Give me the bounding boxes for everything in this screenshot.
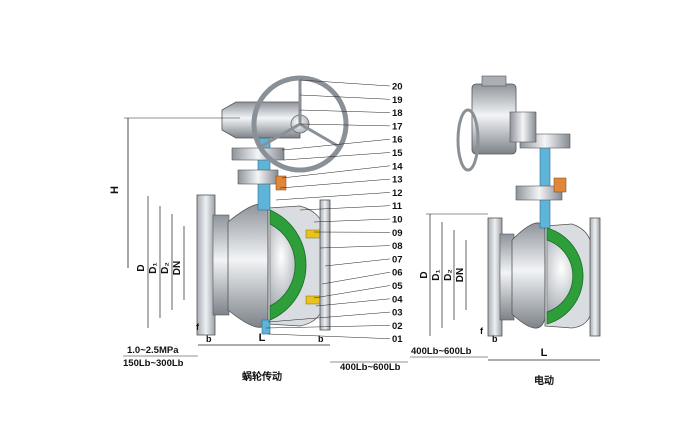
left-gland xyxy=(275,175,287,191)
left-valve-body xyxy=(227,203,269,328)
part-leader-line xyxy=(279,178,391,189)
part-number-label: 16 xyxy=(392,135,403,146)
part-number-label: 20 xyxy=(392,82,403,93)
part-leader-line xyxy=(281,138,391,151)
right-valve-body xyxy=(511,222,546,329)
part-number-label: 19 xyxy=(392,95,403,106)
dim-h-label: H xyxy=(109,186,121,194)
caption-worm-gear: 蜗轮传动 xyxy=(242,370,282,383)
part-leader-line xyxy=(299,123,391,127)
right-valve-view: D D₁ D₂ DN L b f 400Lb~600Lb 电动 xyxy=(410,75,601,387)
right-stem xyxy=(539,139,551,229)
dim-d-label: D xyxy=(136,264,147,271)
right-dim-d2-label: D₂ xyxy=(443,269,454,281)
part-leader-line xyxy=(283,152,391,161)
left-inlet-flange xyxy=(196,194,216,336)
part-leader-line xyxy=(324,258,391,267)
pressure-line1: 1.0~2.5MPa xyxy=(127,345,179,356)
dim-l-label: L xyxy=(259,332,266,344)
left-stem-lower xyxy=(261,319,271,335)
right-gland xyxy=(553,177,567,193)
part-leader-line xyxy=(299,109,391,113)
part-number-label: 04 xyxy=(392,294,403,305)
part-leader-line xyxy=(299,205,391,211)
right-bonnet xyxy=(515,185,563,201)
part-number-label: 06 xyxy=(392,268,403,279)
part-number-label: 08 xyxy=(392,241,403,252)
right-outlet-flange xyxy=(589,217,601,337)
part-leader-line xyxy=(267,333,391,339)
part-number-label: 15 xyxy=(392,148,403,159)
part-number-label: 03 xyxy=(392,308,403,319)
dim-d1-label: D₁ xyxy=(148,262,159,273)
electric-actuator-terminal xyxy=(509,111,537,143)
part-number-label: 18 xyxy=(392,108,403,119)
part-number-label: 13 xyxy=(392,175,403,186)
part-number-label: 14 xyxy=(392,161,403,172)
right-dim-d-label: D xyxy=(419,271,430,278)
dim-d2-label: D₂ xyxy=(160,262,171,274)
part-leader-line xyxy=(321,271,391,285)
pressure-right: 400Lb~600Lb xyxy=(340,362,401,373)
part-number-label: 01 xyxy=(392,334,403,345)
part-number-label: 10 xyxy=(392,215,403,226)
right-dim-dn-label: DN xyxy=(455,268,466,282)
part-leader-line xyxy=(313,285,391,299)
left-seat-packing-top xyxy=(305,229,321,239)
part-number-list: 20 19 18 17 16 15 14 13 12 11 10 09 08 07 06 05 04 03 02 01 xyxy=(265,79,403,345)
part-number-label: 05 xyxy=(392,281,403,292)
left-inlet-neck xyxy=(212,214,230,316)
right-pressure: 400Lb~600Lb xyxy=(411,346,472,357)
right-seat-ring xyxy=(546,227,584,325)
part-leader-line xyxy=(319,245,391,249)
caption-electric: 电动 xyxy=(534,374,554,387)
left-outlet-flange xyxy=(319,199,331,331)
right-dim-l-label: L xyxy=(541,347,548,359)
part-leader-line xyxy=(275,192,391,201)
part-leader-line xyxy=(267,311,391,323)
handwheel-spoke xyxy=(299,122,339,148)
pressure-line2: 150Lb~300Lb xyxy=(123,358,184,369)
part-number-label: 02 xyxy=(392,321,403,332)
part-leader-line xyxy=(315,298,391,307)
dim-b-label-left: b xyxy=(206,334,212,344)
part-leader-line xyxy=(281,165,391,179)
left-gearbox-housing xyxy=(221,101,301,139)
dim-b-label-right: b xyxy=(318,334,324,344)
part-number-label: 09 xyxy=(392,228,403,239)
actuator-handwheel[interactable] xyxy=(456,108,480,172)
handwheel-spoke xyxy=(261,122,301,148)
left-bonnet xyxy=(237,169,279,185)
part-leader-line xyxy=(313,218,391,223)
part-number-label: 12 xyxy=(392,188,403,199)
part-leader-line xyxy=(299,94,391,100)
left-valve-view: H D D₁ D₂ DN L b b f 1.0~2.5MPa 150Lb~30… xyxy=(109,75,408,383)
part-number-label: 11 xyxy=(392,201,403,212)
dim-f-label: f xyxy=(196,322,200,332)
right-dim-f-label: f xyxy=(480,326,484,336)
left-bonnet-upper xyxy=(231,147,285,161)
dim-dn-label: DN xyxy=(172,261,183,275)
right-dim-d1-label: D₁ xyxy=(431,269,442,280)
handwheel-rim[interactable] xyxy=(251,75,349,173)
part-number-label: 07 xyxy=(392,254,403,265)
right-dim-b-label: b xyxy=(492,334,498,344)
part-number-label: 17 xyxy=(392,121,403,132)
part-leader-line xyxy=(299,79,391,87)
electric-actuator-cap xyxy=(481,75,507,87)
part-leader-line xyxy=(265,325,391,329)
